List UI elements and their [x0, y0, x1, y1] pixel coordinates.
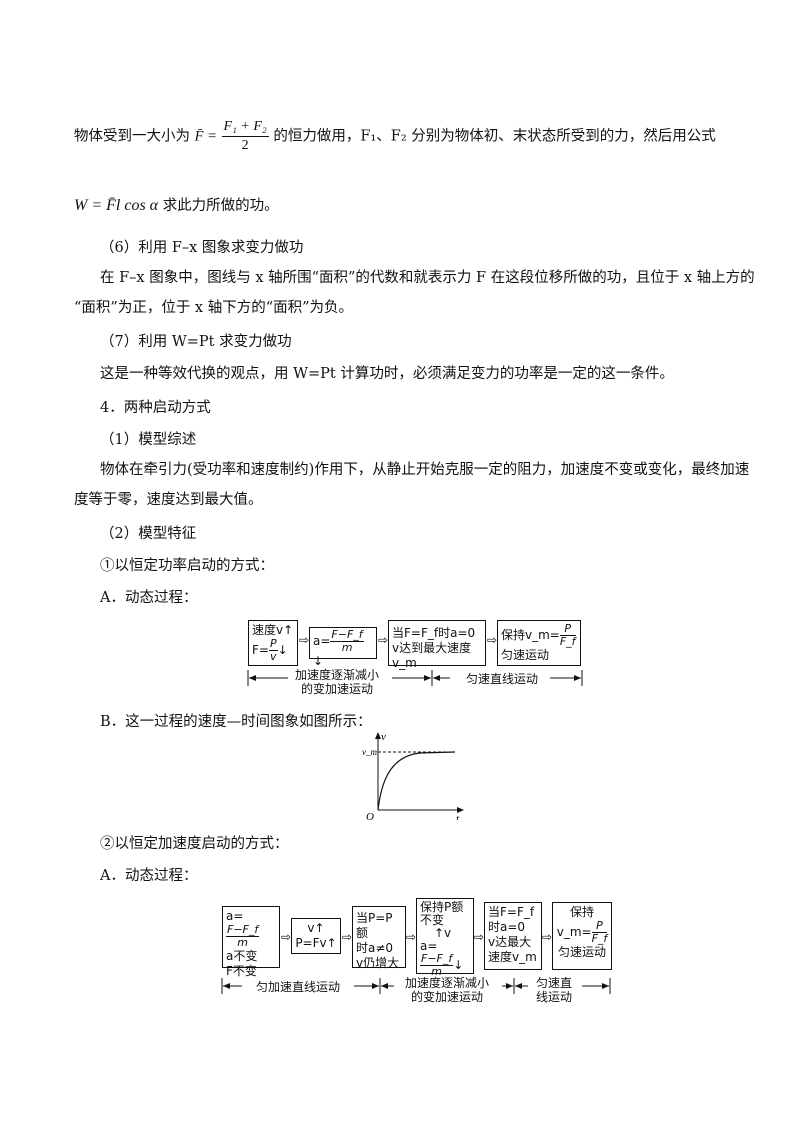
box-text: F= [252, 643, 269, 657]
box-text: 速度v_m [488, 950, 537, 964]
box-text: 时a=0 [488, 920, 526, 934]
mode2-box-rated: 当P=P额 时a≠0 v仍增大 [352, 906, 406, 970]
frac-num: P [559, 623, 576, 636]
box-text: 保持v_m= [501, 628, 560, 642]
mode1-b-label: B．这一过程的速度—时间图象如图所示： [100, 714, 372, 730]
box-text: v↑ [307, 921, 325, 935]
arrow-right-icon: ⇨ [487, 633, 498, 647]
mode2-span-uniform-motion: 匀速直 线运动 [535, 976, 572, 1004]
frac-num: P [268, 637, 278, 651]
axis-t-label: t [456, 813, 460, 820]
para-work-formula: W = F̄l cos α 求此力所做的功。 [74, 196, 279, 216]
box-text: 当F=F_f时a=0 [392, 626, 476, 640]
mode2-span-variable: 加速度逐渐减小 的变加速运动 [404, 976, 489, 1004]
box-text: a不变 [226, 949, 258, 963]
box-text: a= [226, 909, 244, 923]
box-text: 不变 [420, 913, 445, 927]
model2-heading: （2）模型特征 [100, 526, 197, 542]
box-text: ↓ [453, 958, 464, 972]
box-text: v_m= [556, 925, 592, 939]
arrow-right-icon: ⇨ [542, 930, 553, 944]
sec6-line2: “面积”为正，位于 x 轴下方的“面积”为负。 [74, 300, 354, 316]
frac-den: v [270, 650, 277, 663]
box-text: 匀速运动 [557, 945, 606, 959]
frac-num: F−F_f [330, 628, 364, 642]
mode1-span-arrows [247, 670, 583, 686]
avg-force-fraction: F₁ + F₂ 2 [221, 118, 269, 155]
frac-den: m [237, 936, 248, 949]
frac-den: m [341, 641, 353, 654]
mode1-span-uniform: 匀速直线运动 [465, 672, 538, 686]
box-text: 速度v↑ [252, 623, 294, 637]
origin-label: O [366, 811, 374, 820]
mode2-heading: ②以恒定加速度启动的方式： [100, 836, 289, 852]
frac-num: F−F_f [420, 952, 454, 966]
avg-force-symbol: F̄ = [194, 128, 217, 145]
mode1-box-max-speed: 当F=F_f时a=0 v达到最大速度v_m [388, 620, 486, 670]
model1-line2: 度等于零，速度达到最大值。 [74, 492, 263, 508]
arrow-right-icon: ⇨ [281, 930, 292, 944]
text: 的恒力做用，F₁、F₂ 分别为物体初、末状态所受到的力，然后用公式 [273, 128, 716, 145]
mode2-span-arrows [221, 978, 611, 994]
model1-heading: （1）模型综述 [100, 432, 197, 448]
frac-den: F_f [559, 635, 576, 648]
sec6-heading: （6）利用 F–x 图象求变力做功 [100, 240, 304, 256]
box-text: P=Fv↑ [295, 936, 337, 950]
box-text: 当P=P额 [356, 911, 393, 940]
arrow-right-icon: ⇨ [342, 930, 353, 944]
fraction-numerator: F₁ + F₂ [221, 118, 269, 137]
box-text: ↑v [434, 926, 452, 940]
fraction-denominator: 2 [241, 138, 249, 153]
mode2-a-label: A．动态过程： [100, 868, 198, 884]
arrow-right-icon: ⇨ [299, 633, 310, 647]
axis-v-label: v [381, 731, 386, 743]
mode2-box-power: v↑ P=Fv↑ [291, 918, 341, 954]
box-text: a= [313, 634, 331, 648]
box-text: ↓ [277, 643, 288, 657]
box-text: F不变 [226, 964, 257, 978]
sec7-heading: （7）利用 W=Pt 求变力做功 [100, 334, 292, 350]
sec6-line1: 在 F–x 图象中，图线与 x 轴所围“面积”的代数和就表示力 F 在这段位移所… [100, 270, 755, 286]
arrow-right-icon: ⇨ [378, 633, 389, 647]
para-average-force: 物体受到一大小为 F̄ = F₁ + F₂ 2 的恒力做用，F₁、F₂ 分别为物… [74, 118, 716, 155]
work-formula: W = F̄l cos α [74, 197, 159, 214]
box-text: 匀速运动 [501, 648, 550, 662]
mode1-span-variable: 加速度逐渐减小 的变加速运动 [294, 668, 379, 696]
sec4-heading: 4．两种启动方式 [100, 400, 211, 416]
mode1-heading: ①以恒定功率启动的方式： [100, 558, 274, 574]
arrow-right-icon: ⇨ [474, 930, 485, 944]
sec7-line1: 这是一种等效代换的观点，用 W=Pt 计算功时，必须满足变力的功率是一定的这一条… [100, 366, 674, 382]
frac-den: F_f [591, 932, 608, 945]
text: 物体受到一大小为 [74, 128, 190, 145]
box-text: 当F=F_f [488, 905, 535, 919]
frac-num: F−F_f [226, 923, 260, 937]
box-text: 时a≠0 [356, 941, 394, 955]
box-text: 保持 [569, 905, 594, 919]
box-text: ↓ [313, 654, 324, 668]
mode2-span-uniform-accel: 匀加速直线运动 [255, 980, 340, 994]
frac-den: m [431, 965, 442, 978]
box-text: v仍增大 [356, 956, 400, 970]
vm-label: v_m [362, 747, 377, 757]
box-text: v达最大 [488, 935, 532, 949]
model1-line1: 物体在牵引力(受功率和速度制约)作用下，从静止开始克服一定的阻力，加速度不变或变… [100, 462, 750, 478]
arrow-right-icon: ⇨ [406, 930, 417, 944]
mode1-a-label: A．动态过程： [100, 590, 198, 606]
text: 求此力所做的功。 [162, 198, 279, 214]
box-text: v达到最大速度v_m [392, 641, 472, 670]
vt-graph: v t O v_m [362, 731, 464, 820]
box-text: 保持P额 [420, 900, 464, 914]
box-text: a= [420, 939, 438, 953]
mode2-box-max: 当F=F_f 时a=0 v达最大 速度v_m [484, 902, 542, 970]
frac-num: P [591, 920, 608, 933]
